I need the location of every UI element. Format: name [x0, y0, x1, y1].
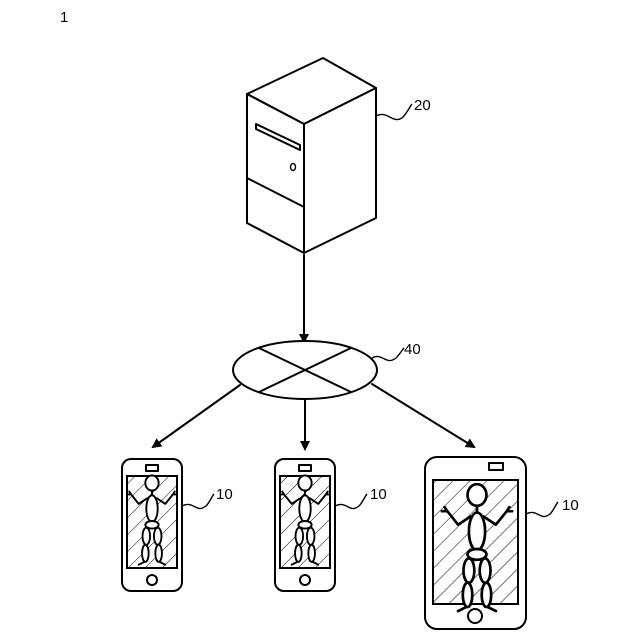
network-leader-line: [372, 348, 404, 361]
figure-number: 1: [60, 9, 68, 26]
server-tower-icon: [247, 58, 376, 253]
device-2-ref-label: 10: [370, 486, 387, 503]
device-2-leader-line: [335, 494, 367, 509]
server-leader-line: [376, 104, 412, 120]
device-3-leader-line: [526, 502, 558, 517]
network-ref-label: 40: [404, 341, 421, 358]
mobile-device-icon: [275, 459, 335, 591]
network-to-device-1-arrow: [153, 385, 240, 447]
network-cloud-icon: [233, 341, 377, 399]
network-to-device-3-arrow: [372, 384, 474, 447]
mobile-device-icon: [425, 457, 526, 629]
device-3-ref-label: 10: [562, 497, 579, 514]
mobile-device-icon: [122, 459, 182, 591]
device-1-ref-label: 10: [216, 486, 233, 503]
server-ref-label: 20: [414, 97, 431, 114]
device-1-leader-line: [182, 494, 214, 509]
